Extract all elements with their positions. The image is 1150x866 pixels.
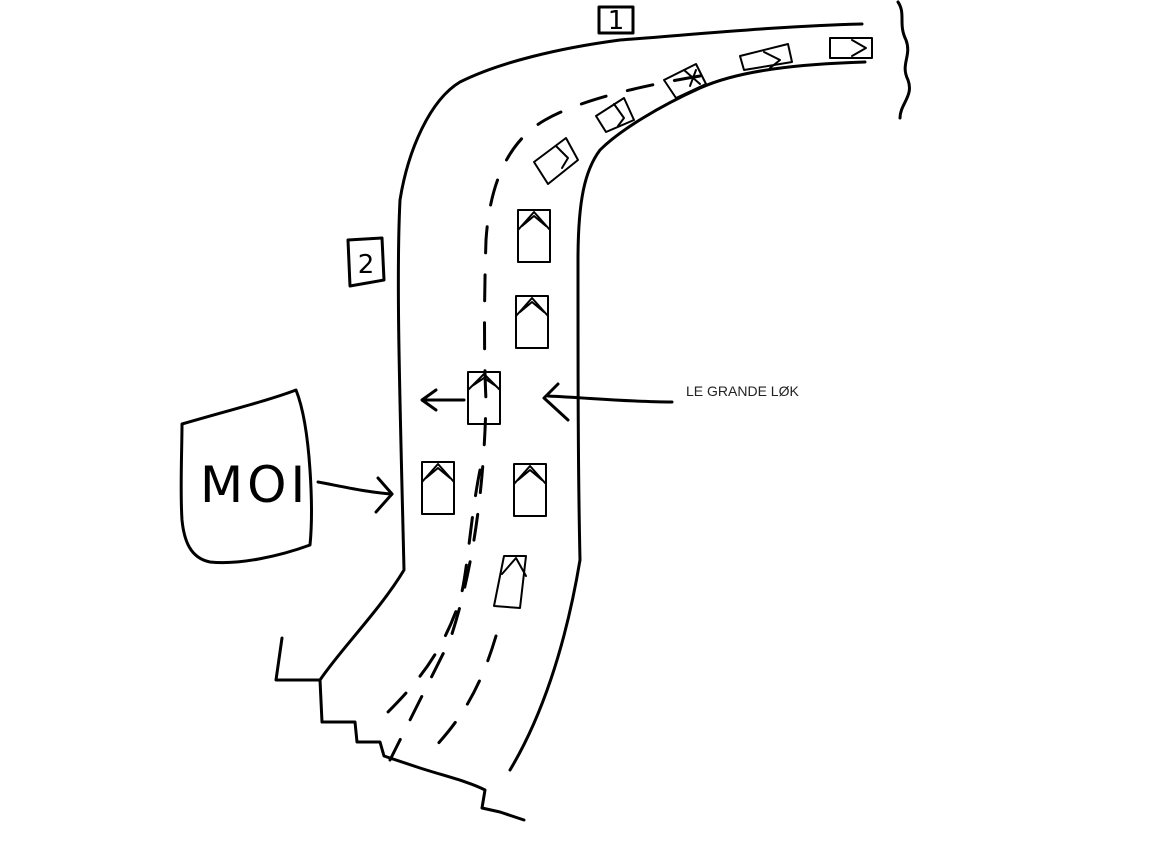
moi-arrow-shaft xyxy=(316,480,394,496)
sign-2-label: 2 xyxy=(358,250,375,280)
car xyxy=(421,461,455,515)
car xyxy=(829,37,873,59)
terrain-lower-left xyxy=(274,636,526,822)
car xyxy=(533,137,579,185)
loop-arrow-shaft xyxy=(546,394,674,404)
car xyxy=(595,97,635,133)
lane-divider-dashed xyxy=(388,74,702,762)
loop-arrow-head xyxy=(542,382,570,422)
car xyxy=(513,463,547,517)
moi-arrow xyxy=(316,476,394,514)
car xyxy=(739,43,793,71)
road-inner-edge xyxy=(508,60,867,772)
lane-divider-lower-right xyxy=(432,634,498,750)
car xyxy=(517,209,551,263)
road-outer-edge xyxy=(318,22,864,682)
car xyxy=(663,63,707,99)
car-direction-arrow xyxy=(420,388,466,412)
car xyxy=(515,295,549,349)
car xyxy=(493,555,527,609)
sign-1-label: 1 xyxy=(608,6,625,36)
sign-2-frame xyxy=(346,236,386,288)
moi-arrow-head xyxy=(374,476,394,514)
sign-1: 1 xyxy=(597,5,635,36)
annotation-label: LE GRANDE LØK xyxy=(686,383,799,399)
lane-divider-lower xyxy=(378,468,482,722)
moi-label: MOI xyxy=(200,456,309,514)
sign-2: 2 xyxy=(346,236,386,288)
sign-1-frame xyxy=(597,5,635,35)
loop-arrow xyxy=(542,382,674,422)
moi-box-outline xyxy=(179,388,313,565)
terrain-upper-right xyxy=(896,0,911,120)
car-direction-arrow-head xyxy=(420,388,438,412)
car-highlighted xyxy=(467,371,501,425)
moi-box: MOI xyxy=(179,388,313,565)
